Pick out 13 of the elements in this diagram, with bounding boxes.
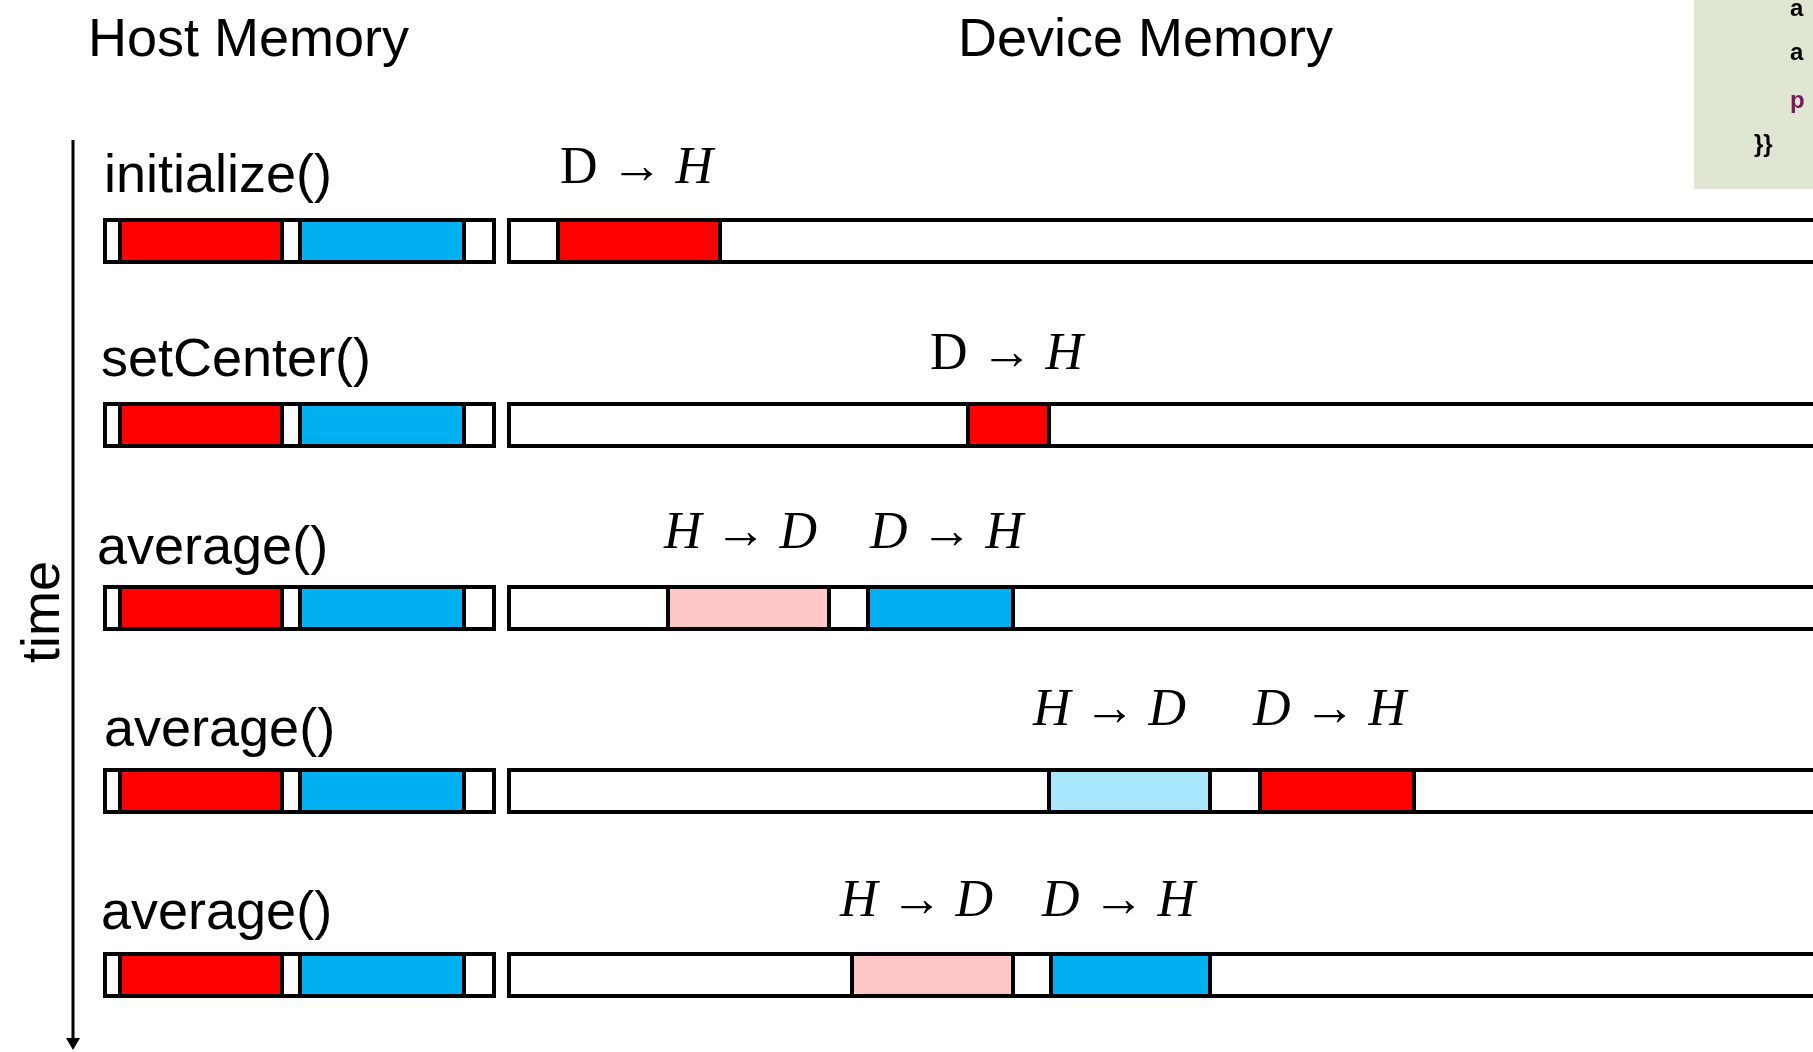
transfer-label: D → H: [1253, 682, 1407, 734]
transfer-label: D → H: [870, 505, 1024, 557]
code-text: a: [1790, 40, 1804, 64]
code-text: p: [1790, 88, 1805, 112]
transfer-label: D → H: [930, 326, 1084, 378]
code-text: }}: [1754, 132, 1773, 156]
transfer-label: D → H: [1042, 873, 1196, 925]
transfer-label: H → D: [664, 505, 818, 557]
axis-label: time: [13, 561, 67, 663]
code-text: a: [1790, 0, 1804, 20]
transfer-label: D → H: [560, 140, 714, 192]
transfer-label: H → D: [840, 873, 994, 925]
transfer-label: H → D: [1033, 682, 1187, 734]
